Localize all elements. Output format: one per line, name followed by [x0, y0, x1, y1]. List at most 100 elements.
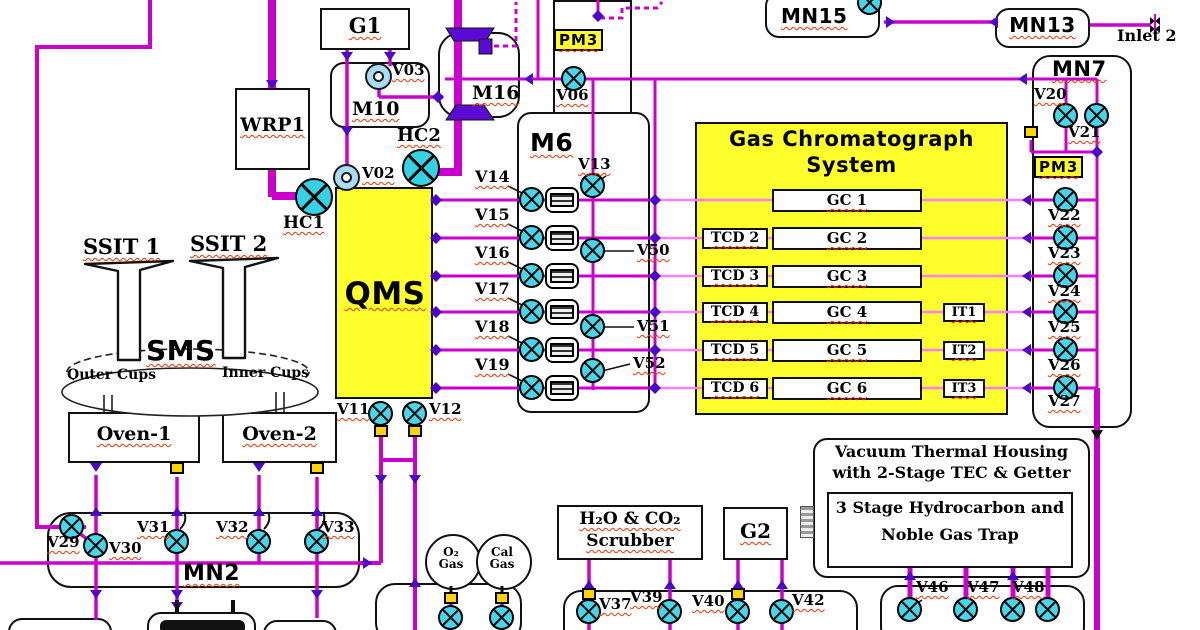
trap-label2: Noble Gas Trap — [881, 525, 1019, 544]
gc4-box: GC 4 — [772, 301, 922, 324]
wrp1-label: WRP1 — [240, 114, 305, 136]
tcd4-label: TCD 4 — [710, 304, 760, 320]
gc2-box: GC 2 — [772, 227, 922, 250]
it2-box: IT2 — [943, 341, 985, 360]
v39-label: V39 — [630, 588, 663, 606]
housing-feedthrough — [800, 506, 814, 538]
fitting-mn7 — [1024, 126, 1038, 138]
v51-label: V51 — [637, 317, 670, 335]
scrubber-label1: H₂O & CO₂ — [579, 509, 681, 529]
gc-title-line2: System — [806, 153, 897, 177]
scrubber-label2: Scrubber — [586, 531, 674, 551]
valve-v18 — [519, 337, 544, 362]
tcd3-label: TCD 3 — [710, 268, 760, 284]
valve-v32 — [246, 529, 271, 554]
valve-v48b — [1035, 597, 1060, 622]
v26-label: V26 — [1048, 356, 1081, 374]
v40-label: V40 — [692, 592, 725, 610]
m6-label: M6 — [530, 128, 574, 157]
valve-v11 — [368, 401, 393, 426]
gc1-box: GC 1 — [772, 189, 922, 212]
fitting-v37 — [582, 588, 596, 600]
v37-label: V37 — [599, 595, 632, 613]
valve-mn15 — [857, 0, 882, 15]
v42-label: V42 — [792, 591, 825, 609]
bottom-left-container — [8, 618, 112, 630]
pm3-tag-mn7: PM3 — [1034, 156, 1084, 178]
gc3-box: GC 3 — [772, 265, 922, 288]
tcd5-label: TCD 5 — [710, 342, 760, 358]
pm3-tag-top: PM3 — [554, 29, 604, 51]
valve-v52 — [580, 358, 605, 383]
v27-label: V27 — [1048, 392, 1081, 410]
v12-label: V12 — [429, 400, 462, 418]
m10-label: M10 — [352, 98, 400, 120]
m16-label: M16 — [472, 82, 520, 104]
o2-gas-label2: Gas — [438, 557, 464, 571]
v19-label: V19 — [475, 355, 510, 374]
it3-box: IT3 — [943, 379, 985, 398]
v25-label: V25 — [1048, 318, 1081, 336]
fitting-o2 — [444, 592, 458, 604]
gc6-box: GC 6 — [772, 377, 922, 400]
valve-v03 — [365, 63, 392, 90]
v23-label: V23 — [1048, 244, 1081, 262]
tcd6-label: TCD 6 — [710, 380, 760, 396]
gc-column-module-1 — [545, 187, 579, 213]
fitting-oven2 — [310, 462, 324, 474]
valve-v14 — [519, 187, 544, 212]
valve-v30 — [83, 533, 108, 558]
gc2-label: GC 2 — [826, 229, 868, 247]
trap-label1: 3 Stage Hydrocarbon and — [835, 498, 1065, 517]
m16-vessel — [438, 32, 520, 118]
v32-label: V32 — [216, 518, 249, 536]
gc5-box: GC 5 — [772, 339, 922, 362]
v48-label: V48 — [1012, 578, 1045, 596]
gc-column-module-3 — [545, 263, 579, 289]
gc4-label: GC 4 — [826, 303, 868, 321]
gc-column-module-4 — [545, 299, 579, 325]
gc6-label: GC 6 — [826, 379, 868, 397]
v50-label: V50 — [637, 241, 670, 259]
inlet2-label: Inlet 2 — [1117, 26, 1177, 45]
ssit2-label: SSIT 2 — [190, 231, 268, 256]
oven1-label: Oven-1 — [96, 423, 172, 445]
tcd6-box: TCD 6 — [702, 378, 768, 399]
housing-label1: Vacuum Thermal Housing — [834, 442, 1069, 461]
gc5-label: GC 5 — [826, 341, 868, 359]
it3-label: IT3 — [951, 381, 977, 396]
tcd2-box: TCD 2 — [702, 228, 768, 249]
tcd2-label: TCD 2 — [710, 230, 760, 246]
v52-label: V52 — [633, 354, 666, 372]
valve-v42 — [769, 599, 794, 624]
cal-gas-label2: Gas — [489, 557, 515, 571]
hc1-label: HC1 — [283, 213, 325, 233]
mn7-container — [1032, 55, 1132, 428]
hc1-heater — [295, 178, 333, 216]
v02-label: V02 — [362, 164, 395, 182]
ssit1-label: SSIT 1 — [83, 234, 161, 259]
fitting-v40 — [731, 588, 745, 600]
v13-label: V13 — [578, 155, 611, 173]
v24-label: V24 — [1048, 282, 1081, 300]
tcd5-box: TCD 5 — [702, 340, 768, 361]
housing-label2: with 2-Stage TEC & Getter — [832, 463, 1071, 482]
bottom-small-box — [263, 620, 337, 630]
v06-label: V06 — [556, 86, 589, 104]
gc1-label: GC 1 — [826, 191, 868, 209]
it1-label: IT1 — [951, 305, 977, 320]
gc3-label: GC 3 — [826, 267, 868, 285]
g2-label: G2 — [740, 519, 771, 543]
tcd4-box: TCD 4 — [702, 302, 768, 323]
tcd3-box: TCD 3 — [702, 266, 768, 287]
oven2-label: Oven-2 — [242, 423, 317, 445]
v31-label: V31 — [137, 518, 170, 536]
fitting-cal — [495, 592, 509, 604]
gc-column-module-5 — [545, 337, 579, 363]
valve-v51 — [580, 314, 605, 339]
gc-column-module-2 — [545, 225, 579, 251]
valve-v47 — [953, 597, 978, 622]
valve-v19 — [519, 375, 544, 400]
fitting-v12 — [408, 425, 422, 437]
